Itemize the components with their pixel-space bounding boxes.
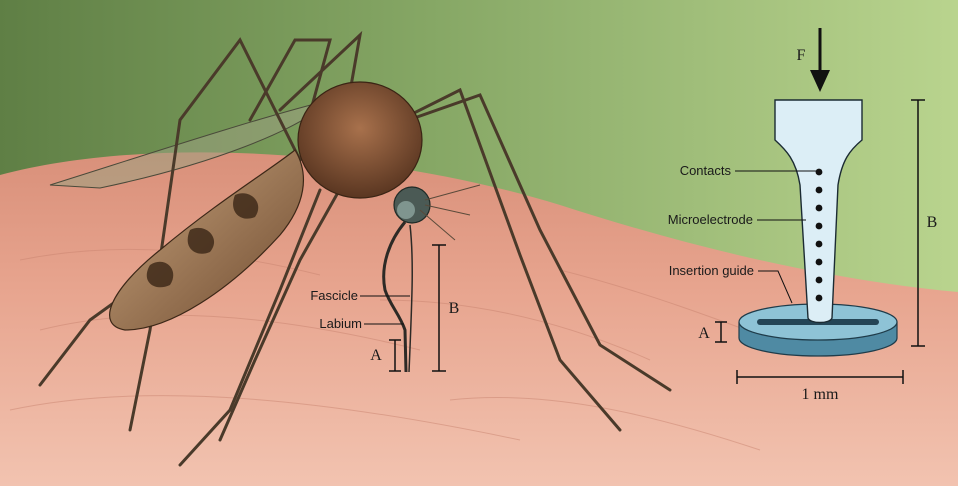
contacts-label: Contacts bbox=[680, 163, 732, 178]
electrode-dimension-a-label: A bbox=[698, 325, 710, 342]
insertion-guide-label: Insertion guide bbox=[669, 263, 754, 278]
eye bbox=[397, 201, 415, 219]
scale-bar-label: 1 mm bbox=[802, 386, 839, 403]
microelectrode-label: Microelectrode bbox=[668, 212, 753, 227]
fascicle-label: Fascicle bbox=[310, 288, 358, 303]
thorax bbox=[298, 82, 422, 198]
labium-label: Labium bbox=[319, 316, 362, 331]
dimension-a-label: A bbox=[370, 347, 382, 364]
electrode-dimension-b-label: B bbox=[927, 214, 938, 231]
force-label: F bbox=[797, 47, 806, 64]
dimension-b-label: B bbox=[449, 300, 460, 317]
